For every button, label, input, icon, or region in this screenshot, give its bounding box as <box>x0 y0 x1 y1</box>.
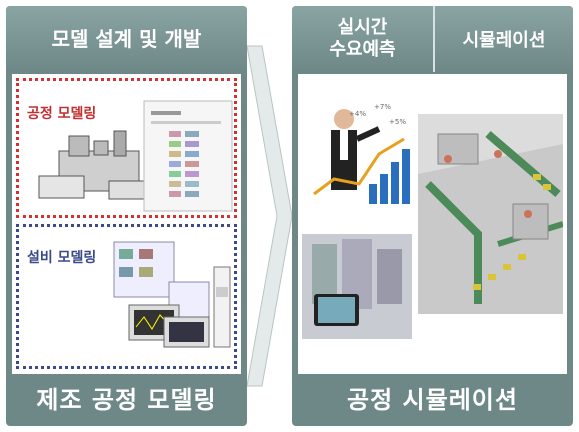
flow-arrow <box>247 45 292 387</box>
left-panel-header: 모델 설계 및 개발 <box>6 6 247 72</box>
tablet-factory-photo <box>302 234 412 339</box>
demand-forecast-header-line1: 실시간 <box>337 17 388 38</box>
chart-label-1: +7% <box>374 103 391 111</box>
demand-forecast-header-line2: 수요예측 <box>329 39 396 60</box>
factory-simulation-illustration <box>418 114 563 314</box>
simulation-header: 시뮬레이션 <box>435 6 573 72</box>
chart-label-2: +4% <box>349 110 366 118</box>
demand-forecast-illustration: +7% +4% +5% <box>313 103 410 204</box>
equipment-modeling-box: 설비 모델링 <box>16 224 237 369</box>
demand-forecast-header: 실시간 수요예측 <box>292 6 435 72</box>
process-modeling-label: 공정 모델링 <box>27 106 97 122</box>
equipment-modeling-label: 설비 모델링 <box>27 250 97 266</box>
left-panel: 모델 설계 및 개발 공정 모델링 <box>6 6 247 426</box>
chart-label-3: +5% <box>389 118 406 126</box>
right-panel-footer: 공정 시뮬레이션 <box>347 386 518 414</box>
right-panel-content: +7% +4% +5% <box>298 74 567 374</box>
process-modeling-box: 공정 모델링 <box>16 78 237 218</box>
left-panel-footer: 제조 공정 모델링 <box>36 386 217 414</box>
equipment-diagram-illustration <box>113 241 231 348</box>
right-panel: 실시간 수요예측 시뮬레이션 +7% +4% +5% <box>292 6 573 426</box>
left-panel-content: 공정 모델링 <box>12 74 241 374</box>
process-factory-illustration <box>38 100 233 212</box>
